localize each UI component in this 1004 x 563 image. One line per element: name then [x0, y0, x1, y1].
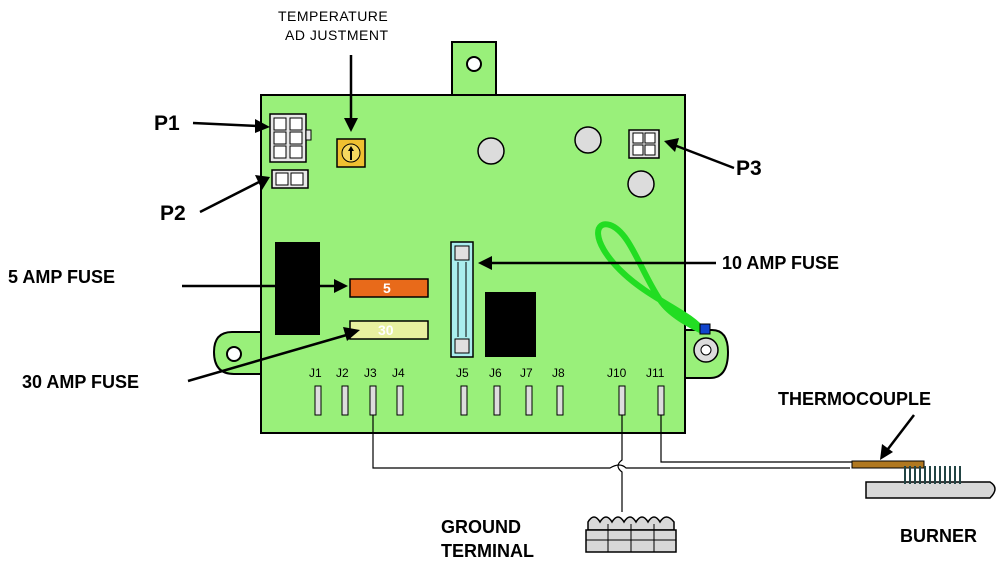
wire-j10-to-ground	[617, 415, 623, 512]
wire-j11-to-thermocouple	[660, 415, 852, 463]
ring-terminal	[693, 323, 719, 363]
fuse-5-amp-arrow	[182, 279, 348, 293]
jumper-pin-j2	[341, 385, 349, 416]
burner-label: BURNER	[900, 526, 978, 546]
relay-left	[275, 242, 320, 335]
fuse-5-amp	[349, 278, 429, 298]
jumper-label: J1	[309, 366, 322, 380]
burner	[865, 466, 996, 499]
jumper-pin-j4	[396, 385, 404, 416]
temperature-potentiometer	[336, 138, 366, 168]
jumper-label: J4	[392, 366, 405, 380]
jumper-pin-j1	[314, 385, 322, 416]
fuse-5-amp-label: 5 AMP FUSE	[8, 267, 116, 287]
jumper-label: J6	[489, 366, 502, 380]
ground-terminal-block	[585, 516, 677, 553]
jumper-label: J10	[607, 366, 627, 380]
jumper-pin-j8	[556, 385, 564, 416]
fuse-30-value: 30	[378, 322, 394, 338]
fuse-10-amp	[450, 241, 474, 358]
p3-label: P3	[736, 157, 762, 180]
temperature-adjustment-label-line1: TEMPERATURE	[278, 8, 389, 24]
p2-label: P2	[160, 202, 186, 225]
jumper-label: J2	[336, 366, 349, 380]
p1-arrow	[192, 119, 270, 133]
thermocouple-arrow	[880, 414, 915, 460]
jumper-label: J11	[646, 366, 665, 380]
ground-terminal-label-line2: TERMINAL	[441, 541, 534, 561]
board-screw	[627, 170, 655, 198]
jumper-pin-j5	[460, 385, 468, 416]
p1-connector	[269, 113, 312, 163]
jumper-pin-j10	[618, 385, 626, 416]
fuse-30-amp-arrow	[187, 327, 360, 383]
jumper-pins	[314, 385, 665, 416]
top-mounting-tab	[451, 41, 497, 99]
jumper-pin-j3	[369, 385, 377, 416]
board-screw	[574, 126, 602, 154]
fuse-10-amp-arrow	[478, 256, 716, 270]
jumper-pin-j11	[657, 385, 665, 416]
temperature-adjustment-arrow	[344, 55, 358, 132]
fuse-10-amp-label: 10 AMP FUSE	[722, 253, 840, 273]
thermocouple-probe	[851, 460, 925, 469]
p3-arrow	[664, 138, 735, 170]
relay-right	[485, 292, 536, 357]
temperature-adjustment-label-line2: AD JUSTMENT	[285, 27, 389, 43]
jumper-pin-j6	[493, 385, 501, 416]
jumper-pin-j7	[525, 385, 533, 416]
ground-terminal-label-line1: GROUND	[441, 517, 521, 537]
p2-connector	[271, 169, 309, 189]
jumper-label: J5	[456, 366, 469, 380]
jumper-label: J8	[552, 366, 565, 380]
jumper-label: J7	[520, 366, 533, 380]
board-screw	[477, 137, 505, 165]
fuse-30-amp-label: 30 AMP FUSE	[22, 372, 140, 392]
jumper-label: J3	[364, 366, 377, 380]
fuse-5-value: 5	[383, 280, 391, 296]
p1-label: P1	[154, 112, 180, 135]
ground-wire-loop	[595, 221, 707, 335]
p3-connector	[628, 129, 660, 159]
thermocouple-label: THERMOCOUPLE	[778, 389, 931, 409]
p2-arrow	[199, 175, 270, 214]
